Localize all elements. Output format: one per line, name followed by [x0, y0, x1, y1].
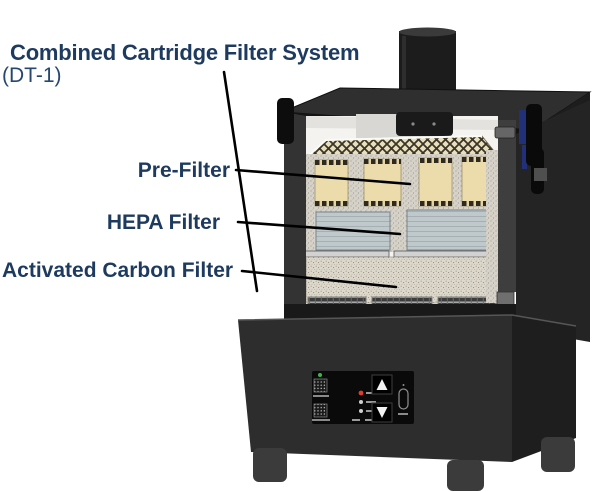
status-led-red	[358, 390, 364, 396]
support-rails	[302, 250, 491, 258]
leader-line-title	[222, 70, 259, 293]
foot	[541, 437, 575, 472]
status-led	[359, 400, 363, 404]
left-latch	[277, 98, 294, 144]
fan-base	[237, 314, 577, 491]
pre-filter-cartridge	[461, 156, 489, 207]
pre-filter-cartridge	[418, 157, 453, 207]
side-handle	[494, 126, 516, 139]
control-panel	[312, 371, 414, 424]
connector-port-icon	[398, 384, 409, 415]
housing-frame	[277, 98, 516, 319]
down-arrow-button-icon	[371, 402, 393, 423]
power-led	[318, 373, 322, 377]
hepa-filter-section	[306, 209, 498, 252]
interior-cutaway	[302, 112, 516, 315]
pre-filter-section	[306, 154, 498, 210]
callout-activated-carbon-filter: Activated Carbon Filter	[2, 259, 234, 282]
leader-line-carbon-filter	[240, 269, 398, 289]
activated-carbon-section	[305, 256, 499, 310]
hepa-panel	[406, 209, 488, 251]
leader-line-hepa-filter	[236, 220, 402, 236]
fan-grille-icon	[313, 378, 328, 393]
pre-filter-top-grid	[304, 135, 499, 159]
foot	[447, 460, 484, 491]
diagram-subtitle: (DT-1)	[2, 64, 62, 87]
pre-filter-cartridge	[314, 159, 349, 207]
leader-lines	[222, 70, 412, 293]
foot	[253, 448, 287, 482]
duct-outlet	[396, 112, 453, 136]
fan-grille-icon	[313, 403, 328, 418]
status-led	[359, 409, 363, 413]
callout-hepa-filter: HEPA Filter	[106, 211, 220, 234]
diagram-title: Combined Cartridge Filter System	[10, 40, 360, 65]
callout-pre-filter: Pre-Filter	[137, 159, 230, 182]
leader-line-pre-filter	[234, 168, 412, 186]
up-arrow-button-icon	[371, 374, 393, 395]
right-latch	[519, 104, 547, 194]
exhaust-stack	[399, 27, 456, 99]
